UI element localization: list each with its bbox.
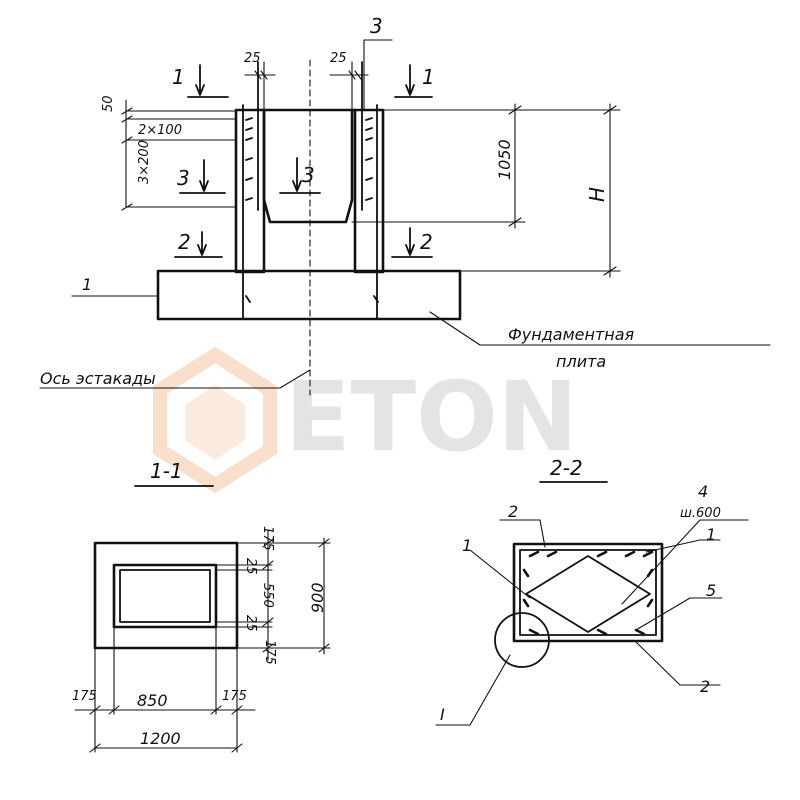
dim-900: 900 <box>308 582 327 613</box>
callout-2-top: 2 <box>508 502 518 521</box>
stirrup <box>519 549 657 636</box>
inner-opening-outer <box>112 563 218 629</box>
axis-leader <box>39 369 311 389</box>
section-mark-2-right: 2 <box>420 230 433 254</box>
callout-4: 4 <box>698 482 708 501</box>
section-1-1: 1-1 175 850 175 1200 175 <box>72 459 331 753</box>
section-2-2-title: 2-2 <box>550 456 583 480</box>
dim-3x200: 3×200 <box>137 140 152 184</box>
rebar-hooks <box>522 550 654 636</box>
inner-opening-inner <box>119 569 211 623</box>
glass-opening <box>262 108 354 224</box>
section-1-1-dims <box>74 529 331 753</box>
dim-50: 50 <box>101 95 116 112</box>
section-2-2: 2-2 1 2 4 ш.600 1 5 2 I <box>435 456 749 726</box>
watermark-logo-icon <box>153 346 277 494</box>
foundation-leader <box>429 311 771 346</box>
callout-5: 5 <box>706 581 716 600</box>
dim-25-left: 25 <box>244 51 261 66</box>
watermark: ETON <box>153 346 578 494</box>
section-cut-marks <box>174 64 433 258</box>
section-mark-1-right: 1 <box>422 65 435 89</box>
dim-175-top: 175 <box>260 526 275 551</box>
dim-1050: 1050 <box>495 139 514 180</box>
diagonal-ties <box>525 555 651 633</box>
dim-175-left: 175 <box>72 689 97 704</box>
dim-1200: 1200 <box>140 729 181 748</box>
reference-label: 1 <box>82 275 92 294</box>
mesh-ticks <box>245 117 379 303</box>
dim-850: 850 <box>137 691 168 710</box>
foundation-label-1: Фундаментная <box>508 325 635 344</box>
section-mark-3-center: 3 <box>302 163 315 187</box>
foundation-slab <box>156 269 462 321</box>
section-mark-1-left: 1 <box>172 65 185 89</box>
elevation-view: Ось эстакады Фундаментная плита 1 1 1 3 … <box>39 14 771 396</box>
callout-2-bottom: 2 <box>700 677 710 696</box>
section-mark-3-left: 3 <box>177 166 190 190</box>
top-dims <box>244 70 369 80</box>
callout-spacing: ш.600 <box>680 506 721 521</box>
axis-label: Ось эстакады <box>40 369 156 388</box>
detail-circle-I <box>494 612 550 668</box>
dim-H: H <box>585 187 609 202</box>
left-dims <box>121 99 237 211</box>
dim-2x100: 2×100 <box>138 123 182 138</box>
dim-25-right: 25 <box>330 51 347 66</box>
section-2-2-leaders <box>435 519 749 726</box>
section-mark-2-left: 2 <box>178 230 191 254</box>
foundation-label-2: плита <box>556 352 606 371</box>
dim-175-bottom: 175 <box>262 640 277 665</box>
callout-detail-I: I <box>440 705 445 724</box>
item-3-callout: 3 <box>370 14 383 38</box>
callout-1-right: 1 <box>706 525 716 544</box>
dim-25-bottom: 25 <box>243 615 258 632</box>
section-1-1-title: 1-1 <box>150 459 183 483</box>
dim-25-top: 25 <box>243 558 258 575</box>
right-wall <box>353 108 385 274</box>
callout-1-left: 1 <box>462 536 472 555</box>
dim-550: 550 <box>260 583 275 608</box>
dim-175-right: 175 <box>222 689 247 704</box>
left-wall <box>234 108 266 274</box>
section-2-2-outline <box>512 542 664 643</box>
right-dims <box>351 103 621 278</box>
watermark-text: ETON <box>285 361 578 473</box>
outer-outline <box>93 541 239 650</box>
